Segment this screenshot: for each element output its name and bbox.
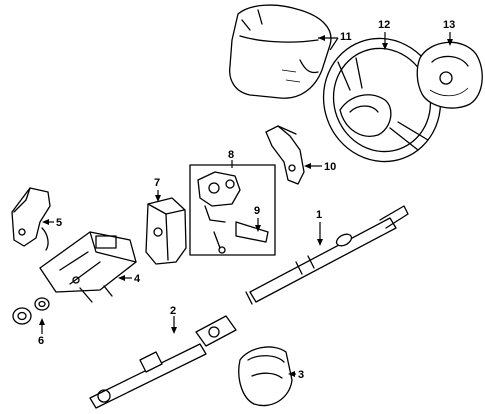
callout-6: 6 [38,335,44,347]
callout-11: 11 [340,31,352,43]
steering-shaft-part [245,205,409,305]
callout-1: 1 [316,209,322,221]
bushing-part [12,297,50,325]
callout-5: 5 [56,217,62,229]
callout-8: 8 [228,149,234,161]
bracket-part [11,187,51,251]
callout-4: 4 [134,273,141,285]
callout-9: 9 [254,205,260,217]
column-cover-part [229,4,332,99]
column-bracket-part [39,231,137,303]
callout-12: 12 [378,19,390,31]
callout-labels: 1 2 3 4 5 6 7 8 9 10 11 12 13 [38,19,455,381]
lock-housing-part [145,197,187,265]
airbag-module-part [416,41,483,109]
callout-7: 7 [154,177,160,189]
steering-wheel-part [322,37,442,163]
callout-arrows [39,32,453,377]
lock-assembly-box [189,164,276,256]
callout-13: 13 [443,19,455,31]
switch-bracket-part [265,125,305,185]
callout-3: 3 [298,369,304,381]
intermediate-shaft-part [89,315,237,409]
callout-2: 2 [170,305,176,317]
callout-10: 10 [324,161,336,173]
boot-cover-part [238,346,293,407]
